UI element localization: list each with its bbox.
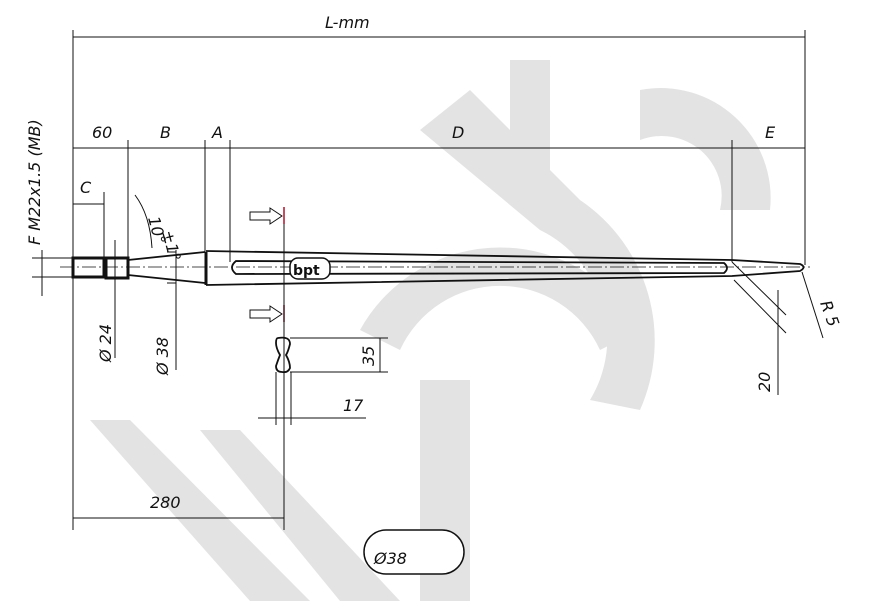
- size-badge-label: Ø38: [373, 549, 407, 568]
- segment-b-label: B: [160, 123, 171, 142]
- thread-spec-label: F M22x1.5 (MB): [25, 119, 44, 245]
- section-arrow-bottom: [249, 305, 285, 323]
- size-badge: Ø38: [363, 529, 465, 575]
- section-profile: [275, 336, 291, 374]
- thread-section: [71, 256, 106, 279]
- segment-60-label: 60: [92, 123, 112, 142]
- svg-text:bpt: bpt: [293, 263, 320, 279]
- tine-body: [205, 250, 805, 286]
- section-width-label: 17: [343, 396, 364, 415]
- angle-arc: [134, 194, 153, 249]
- bpt-logo-stamp: bpt: [289, 257, 331, 280]
- taper: [127, 251, 206, 284]
- angle-tolerance-label: ±1°: [158, 228, 185, 263]
- segment-e-label: E: [765, 123, 776, 142]
- section-position-label: 280: [150, 493, 181, 512]
- diameter-38-label: Ø 38: [153, 337, 172, 376]
- segment-a-label: A: [211, 123, 223, 142]
- tip-radius-label: R 5: [816, 298, 843, 329]
- length-label: L-mm: [325, 13, 370, 32]
- segment-c-label: C: [80, 178, 92, 197]
- collar: [104, 256, 130, 280]
- tip-length-label: 20: [755, 372, 774, 392]
- watermark-logo: [90, 60, 771, 601]
- section-arrow-top: [249, 207, 285, 225]
- tine-slot: [231, 260, 728, 275]
- section-height-label: 35: [359, 346, 378, 366]
- segment-d-label: D: [452, 123, 464, 142]
- diameter-24-label: Ø 24: [96, 324, 115, 363]
